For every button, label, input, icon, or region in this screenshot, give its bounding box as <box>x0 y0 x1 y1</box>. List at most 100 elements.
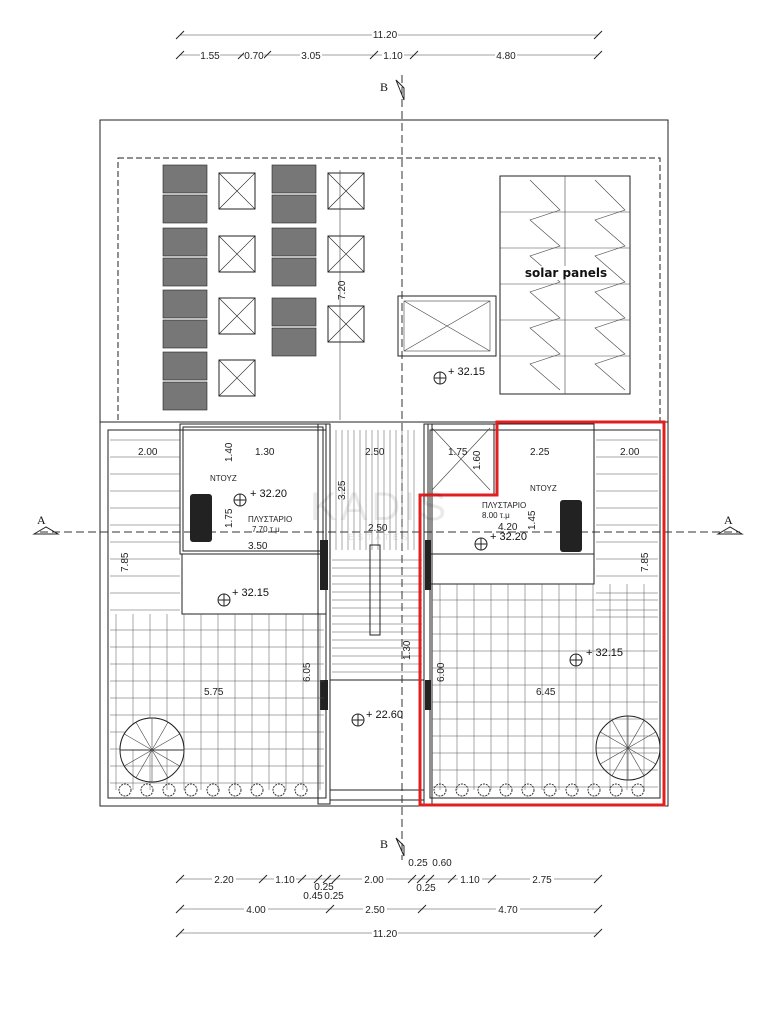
heater-tank <box>162 227 208 257</box>
section-arrow-icon <box>395 837 405 857</box>
level-left-terrace: + 32.15 <box>232 587 269 599</box>
dim-bottom: 0.60 <box>432 858 452 869</box>
heater-tank <box>162 351 208 381</box>
stairs <box>332 430 422 673</box>
dim-bottom: 4.70 <box>498 905 518 916</box>
dim: 7.85 <box>120 552 131 572</box>
left-shower-label: ΝΤΟΥΖ <box>210 474 237 483</box>
heater-tank <box>162 289 208 319</box>
dim: 2.00 <box>138 447 158 458</box>
section-a-left: A <box>37 513 46 527</box>
section-a-right: A <box>724 513 733 527</box>
dim: 1.40 <box>224 442 235 462</box>
plant <box>272 783 286 797</box>
plant <box>206 783 220 797</box>
level-markers: + 32.20 + 32.20 + 32.15 + 32.15 + 22.60 <box>217 488 623 727</box>
plant <box>609 783 623 797</box>
section-arrow-icon <box>716 526 744 535</box>
plant <box>477 783 491 797</box>
plant <box>250 783 264 797</box>
left-laundry-label: ΠΛΥΣΤΑΡΙΟ <box>248 515 292 524</box>
dim-top-4: 1.10 <box>383 51 403 62</box>
dim: 6.45 <box>536 687 556 698</box>
dim-bottom: 1.10 <box>275 875 295 886</box>
plant <box>565 783 579 797</box>
plant <box>140 783 154 797</box>
dim: 3.25 <box>337 480 348 500</box>
dim-bottom: 1.10 <box>460 875 480 886</box>
skylight <box>397 295 497 357</box>
dim: 2.25 <box>530 447 550 458</box>
inner-dimensions: 2.00 1.30 2.50 1.75 2.25 2.00 2.50 4.20 … <box>120 442 651 698</box>
top-dimensions: 11.20 1.55 0.70 3.05 1.10 4.80 <box>175 28 603 62</box>
dim-top-2: 0.70 <box>244 51 264 62</box>
level-left-room: + 32.20 <box>250 488 287 500</box>
dim: 1.30 <box>255 447 275 458</box>
dim-bottom: 0.25 <box>416 883 436 894</box>
section-arrow-icon <box>395 79 405 101</box>
solar-panels-label: solar panels <box>525 266 607 280</box>
heater-tank <box>271 227 317 257</box>
plant <box>521 783 535 797</box>
heater-tank <box>271 164 317 194</box>
dim-top-5: 4.80 <box>496 51 516 62</box>
spiral-stair-right <box>595 715 661 781</box>
plant <box>433 783 447 797</box>
heater-tank <box>162 164 208 194</box>
right-laundry-area: 8.00 τ.μ <box>482 511 510 520</box>
dim: 4.20 <box>498 522 518 533</box>
dim-bottom: 2.50 <box>365 905 385 916</box>
dim: 5.75 <box>204 687 224 698</box>
dim: 2.50 <box>368 523 388 534</box>
dim: 1.60 <box>472 450 483 470</box>
section-b-top: B <box>380 80 388 94</box>
plant <box>543 783 557 797</box>
building-outline <box>99 119 669 807</box>
plant <box>455 783 469 797</box>
section-arrow-icon <box>32 526 60 535</box>
dim-bottom: 0.25 <box>324 891 344 902</box>
plant <box>499 783 513 797</box>
solar-panels: solar panels <box>499 175 631 395</box>
spiral-stair-left <box>119 717 185 783</box>
plant <box>294 783 308 797</box>
dim-bottom: 2.00 <box>364 875 384 886</box>
dim-total-top: 11.20 <box>373 30 398 41</box>
plant <box>587 783 601 797</box>
dim: 1.75 <box>224 508 235 528</box>
right-laundry-label: ΠΛΥΣΤΑΡΙΟ <box>482 501 526 510</box>
dim-bottom: 0.25 <box>314 882 334 893</box>
highlighted-unit-outline <box>418 420 666 807</box>
dim-top-3: 3.05 <box>301 51 321 62</box>
level-right-terrace: + 32.15 <box>586 647 623 659</box>
left-laundry-area: 7.70 τ.μ <box>252 525 280 534</box>
dim: 2.50 <box>365 447 385 458</box>
dim-7-20: 7.20 <box>337 280 348 300</box>
level-roof: + 32.15 <box>448 366 485 378</box>
dim-bottom: 4.00 <box>246 905 266 916</box>
planters <box>118 783 645 797</box>
bottom-dimensions: 2.20 1.10 2.00 1.10 2.75 0.25 0.45 0.25 … <box>175 858 603 940</box>
dim-top-1: 1.55 <box>200 51 220 62</box>
dim: 3.50 <box>248 541 268 552</box>
level-stair: + 22.60 <box>366 709 403 721</box>
dim: 1.45 <box>527 510 538 530</box>
plant <box>631 783 645 797</box>
dim: 1.30 <box>402 640 413 660</box>
dim: 6.05 <box>302 662 313 682</box>
plant <box>184 783 198 797</box>
dim-bottom-total: 11.20 <box>373 929 398 940</box>
dim-bottom: 2.75 <box>532 875 552 886</box>
dim: 1.75 <box>448 447 468 458</box>
plant <box>228 783 242 797</box>
watermark-sub: ESTATES <box>348 533 411 542</box>
watermark-brand: KADIS <box>310 485 450 529</box>
solar-water-heaters <box>162 164 365 411</box>
dim-bottom: 0.45 <box>303 891 323 902</box>
plant <box>118 783 132 797</box>
heater-tank <box>271 297 317 327</box>
dim-bottom: 0.25 <box>408 858 428 869</box>
plant <box>162 783 176 797</box>
dim: 2.00 <box>620 447 640 458</box>
